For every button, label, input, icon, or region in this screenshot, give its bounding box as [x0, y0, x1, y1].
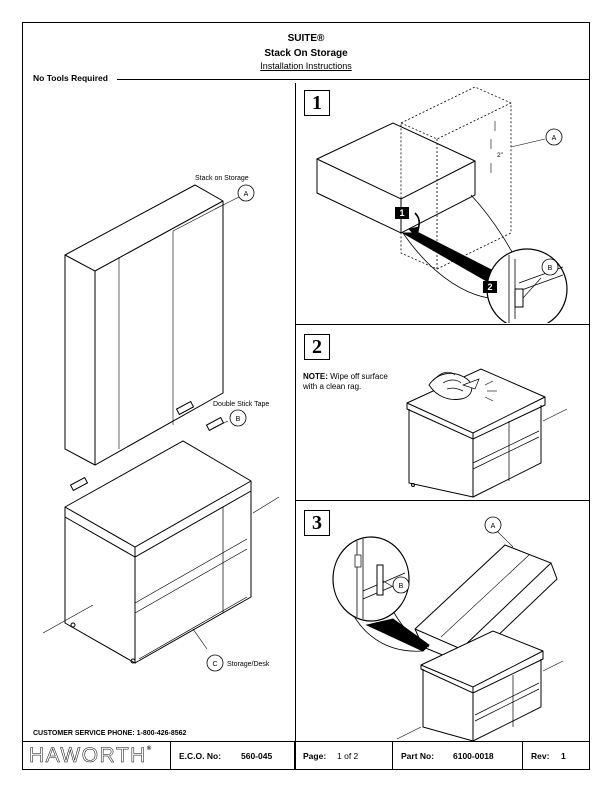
callout-b-letter: B	[236, 416, 241, 423]
title-block: HAWORTH® E.C.O. No: 560-045 Page: 1 of 2…	[23, 741, 589, 770]
step-3-callout-b-circle	[392, 576, 410, 594]
column-divider	[295, 83, 296, 769]
callout-a-letter: A	[244, 191, 249, 198]
part-label: Part No:	[401, 751, 435, 761]
overview-illustration: Stack on Storage A Double Stick Tape B C…	[42, 175, 280, 672]
step-divider-2	[295, 500, 589, 501]
callout-a-label: Stack on Storage	[195, 175, 249, 182]
step-3-callout-a-letter: A	[491, 523, 496, 530]
note-text: Wipe off surface	[330, 372, 388, 381]
callout-c-label: Storage/Desk	[227, 661, 270, 668]
header-rule	[117, 79, 589, 80]
document-subtitle: Installation Instructions	[260, 61, 352, 71]
tools-note: No Tools Required	[33, 73, 108, 83]
page-value: 1 of 2	[337, 751, 359, 761]
note-label: NOTE:	[303, 372, 328, 381]
step-1-callout-a-circle	[545, 128, 563, 146]
part-cell: Part No: 6100-0018	[393, 742, 523, 770]
step-3-callout-a-circle	[484, 516, 502, 534]
rev-value: 1	[561, 751, 566, 761]
callout-c-letter: C	[212, 661, 217, 668]
step-1-callout-b-circle	[541, 258, 559, 276]
eco-cell: E.C.O. No: 560-045	[171, 742, 295, 770]
note-text-2: with a clean rag.	[303, 382, 362, 391]
step-1-illustration: 1 2 A B 2"	[316, 86, 568, 323]
instruction-sheet: SUITE® Stack On Storage Installation Ins…	[22, 22, 590, 770]
step-2-illustration	[406, 368, 568, 498]
eco-value: 560-045	[241, 751, 273, 761]
substep-2-box	[483, 281, 497, 293]
page-cell: Page: 1 of 2	[295, 742, 393, 770]
logo-cell: HAWORTH®	[23, 742, 171, 770]
step-1-callout-a-letter: A	[552, 135, 557, 142]
step-divider-1	[295, 324, 589, 325]
brand-title: SUITE®	[287, 33, 325, 44]
rev-label: Rev:	[531, 751, 550, 761]
step-3-illustration: A B	[332, 516, 564, 741]
rev-cell: Rev: 1	[523, 742, 591, 770]
substep-1-box	[395, 207, 409, 219]
step-2-number: 2	[304, 334, 330, 360]
step-1-number: 1	[304, 90, 330, 116]
substep-2-number: 2	[487, 282, 492, 292]
gap-dimension-label: 2"	[497, 152, 504, 159]
step-1-callout-b-letter: B	[548, 265, 553, 272]
callout-b-circle	[229, 409, 247, 427]
callout-c-circle	[206, 654, 224, 672]
haworth-logo: HAWORTH	[29, 744, 147, 768]
callout-b-label: Double Stick Tape	[213, 401, 269, 408]
document-title: Stack On Storage	[264, 48, 348, 59]
eco-label: E.C.O. No:	[179, 751, 222, 761]
registered-mark: ®	[146, 746, 152, 752]
step-3-callout-b-letter: B	[399, 583, 404, 590]
customer-service-phone: CUSTOMER SERVICE PHONE: 1-800-426-8562	[33, 730, 187, 737]
substep-1-number: 1	[399, 208, 404, 218]
step-2-note: NOTE: Wipe off surface with a clean rag.	[303, 372, 388, 392]
callout-a-circle	[237, 184, 255, 202]
part-value: 6100-0018	[453, 751, 494, 761]
step-3-number: 3	[304, 510, 330, 536]
page-label: Page:	[303, 751, 327, 761]
